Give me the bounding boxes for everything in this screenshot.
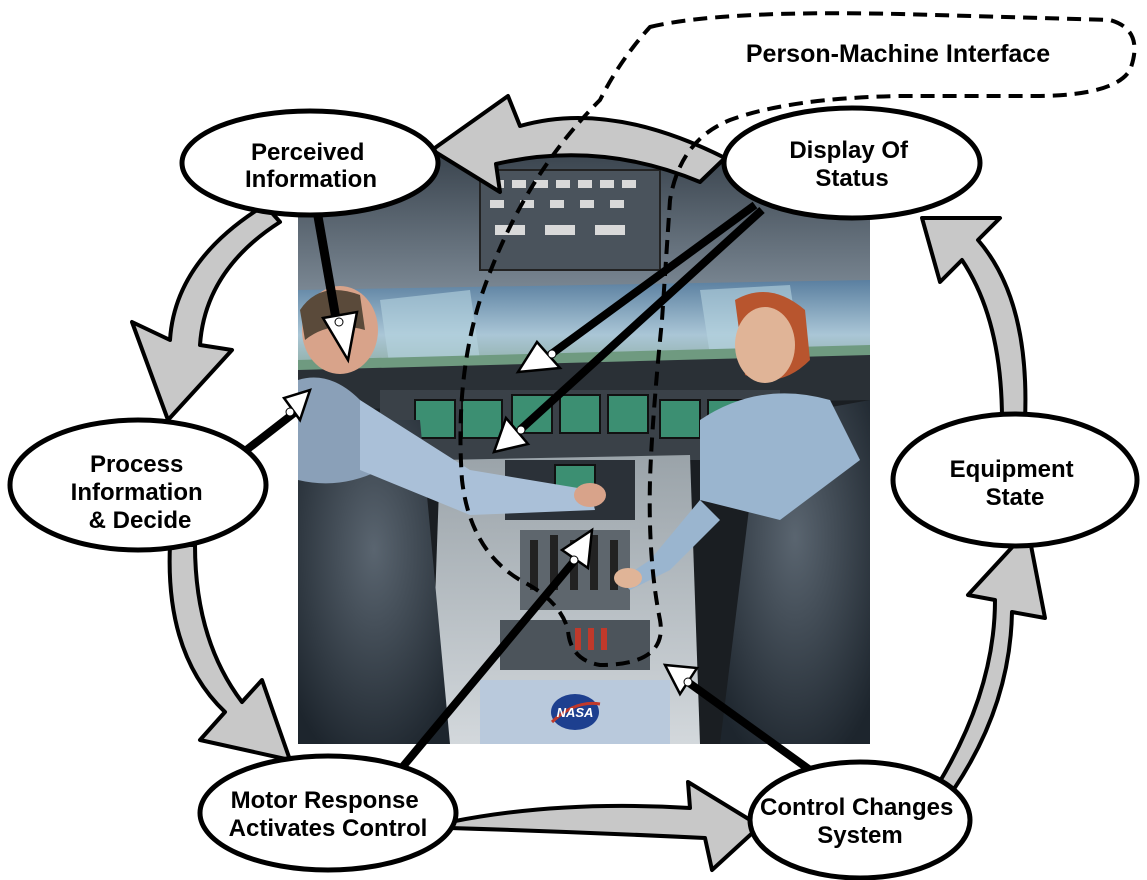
arrow-equipment-to-display [920,216,1028,422]
person-machine-interface-boundary [458,11,1137,668]
arrow-display-to-perceived [430,94,727,194]
node-perceived-information [179,108,441,218]
svg-text:NASA: NASA [557,705,594,720]
arrow-control-to-equipment [923,528,1047,817]
perceived-information-label: Perceived Information [245,139,377,193]
arrow-control-to-console [662,663,813,774]
arrow-perceived-to-pilot [311,204,359,364]
motor-response-label: Motor Response Activates Control [229,787,428,842]
control-changes-system-label: Control Changes System [760,794,960,849]
equipment-state-label: Equipment State [950,456,1081,511]
nasa-logo: NASA [550,694,601,730]
node-equipment-state [890,411,1140,549]
cockpit-photo: NASA [298,157,870,744]
node-control-changes-system [747,759,973,880]
process-information-decide-label: Process Information & Decide [71,451,210,534]
display-of-status-label: Display Of Status [789,137,914,192]
arrow-process-to-pilot [237,388,312,459]
arrow-display-to-panel-upper [515,201,758,374]
node-display-of-status [721,105,983,221]
node-process-information-decide [7,417,269,553]
node-motor-response [197,753,459,873]
arrow-motor-to-control [448,780,762,872]
arrow-process-to-motor [167,543,292,762]
arrow-display-to-panel-lower [492,207,765,454]
arrow-perceived-to-process [130,203,282,422]
person-machine-interface-label: Person-Machine Interface [746,40,1050,68]
